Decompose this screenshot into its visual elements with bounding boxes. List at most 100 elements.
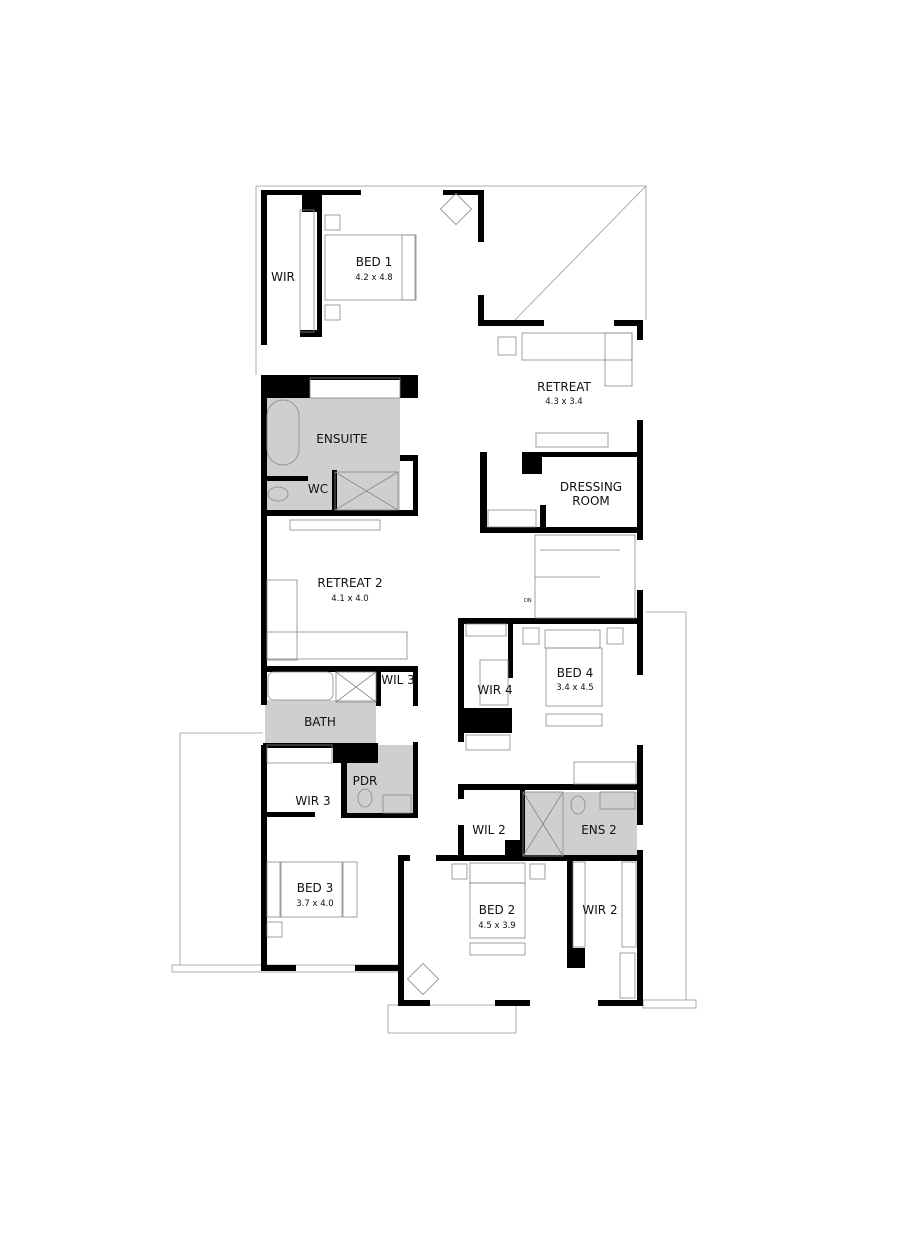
furniture-20: [545, 647, 603, 707]
wall-49: [398, 855, 404, 1005]
wall-40: [263, 666, 418, 672]
wall-13: [637, 320, 643, 340]
furniture-35: [342, 861, 358, 918]
wall-53: [567, 948, 585, 968]
room-wil2: WIL 2: [472, 823, 506, 837]
furniture-16: [266, 631, 408, 660]
room-ens2: ENS 2: [581, 823, 617, 837]
wall-15: [637, 590, 643, 675]
room-ensuite: ENSUITE: [316, 432, 367, 446]
furniture-12: [309, 377, 401, 399]
fixture-line-8: [522, 791, 564, 857]
furniture-7: [604, 332, 633, 387]
room-wil3: WIL 3: [381, 673, 415, 687]
wall-32: [458, 618, 464, 742]
wall-18: [263, 375, 310, 398]
stairs-dn: DN: [524, 598, 532, 604]
room-wir4: WIR 4: [477, 683, 512, 697]
room-bed1: BED 1: [356, 255, 393, 269]
site-slab-3: [387, 1004, 517, 1034]
wall-19: [400, 375, 418, 398]
furniture-11: [334, 471, 399, 511]
wall-51: [436, 855, 637, 861]
furniture-15: [266, 579, 298, 661]
furniture-24: [479, 659, 509, 706]
wall-58: [598, 1000, 643, 1006]
furniture-10: [266, 399, 300, 466]
wall-8: [300, 330, 322, 337]
wall-22: [332, 470, 337, 515]
wall-25: [263, 510, 418, 516]
furniture-37: [469, 862, 526, 884]
wall-57: [495, 1000, 530, 1006]
wall-23: [400, 455, 418, 461]
wall-54: [261, 965, 296, 971]
furniture-2: [324, 234, 416, 301]
room-wir2: WIR 2: [582, 903, 617, 917]
walls: [261, 190, 643, 1006]
furniture-31: [522, 791, 564, 857]
furniture-6: [521, 332, 633, 361]
furniture-3: [324, 214, 341, 231]
room-retreat: RETREAT: [537, 380, 591, 394]
wall-48: [263, 812, 315, 817]
wall-10: [478, 295, 484, 325]
wall-43: [263, 743, 343, 748]
furniture-8: [497, 336, 517, 356]
furniture-30: [382, 794, 412, 814]
furniture-39: [469, 942, 526, 956]
room-retreat2: RETREAT 2: [317, 576, 382, 590]
wall-28: [522, 452, 640, 457]
room-wir3: WIR 3: [295, 794, 330, 808]
wall-24: [413, 455, 418, 515]
armchair-1: [439, 192, 473, 226]
wall-41: [376, 666, 381, 706]
wall-36: [458, 784, 464, 799]
site-line-5: [509, 185, 647, 326]
furniture-27: [267, 671, 334, 701]
room-bed2: BED 2: [479, 903, 516, 917]
fixture-line-2: [334, 471, 399, 511]
wall-56: [398, 1000, 430, 1006]
wall-12: [614, 320, 643, 326]
furniture-4: [324, 304, 341, 321]
furniture-5: [401, 234, 417, 301]
wall-11: [478, 320, 544, 326]
room-bed1-size: 4.2 x 4.8: [355, 273, 392, 283]
wall-45: [341, 760, 347, 818]
furniture-43: [572, 861, 586, 948]
room-pdr: PDR: [353, 774, 378, 788]
room-wir: WIR: [271, 270, 295, 284]
wet-area-2: [265, 478, 335, 512]
room-bed4-size: 3.4 x 4.5: [556, 683, 593, 693]
furniture: [266, 192, 637, 999]
toilet-1: [267, 486, 289, 502]
furniture-19: [544, 629, 601, 649]
room-bath: BATH: [304, 715, 336, 729]
wall-26: [480, 452, 487, 532]
wall-52: [567, 858, 573, 963]
furniture-23: [606, 627, 624, 645]
wall-30: [480, 527, 643, 533]
room-wc: WC: [308, 482, 328, 496]
room-dressing-line1: DRESSING: [560, 480, 622, 494]
room-bed3: BED 3: [297, 881, 334, 895]
furniture-26: [573, 761, 637, 785]
furniture-22: [522, 627, 540, 645]
furniture-36: [266, 921, 283, 938]
furniture-28: [335, 671, 377, 703]
wall-9: [478, 190, 484, 242]
wall-2: [261, 375, 267, 705]
furniture-25: [465, 734, 511, 751]
armchair-2: [406, 962, 440, 996]
wall-44: [333, 743, 378, 763]
furniture-9: [535, 432, 609, 448]
wall-31: [458, 618, 643, 624]
furniture-44: [621, 861, 637, 948]
furniture-29: [266, 744, 333, 764]
wall-1: [261, 190, 267, 345]
wall-14: [637, 420, 643, 540]
site-outlines: [171, 185, 697, 1034]
furniture-38: [469, 882, 526, 939]
